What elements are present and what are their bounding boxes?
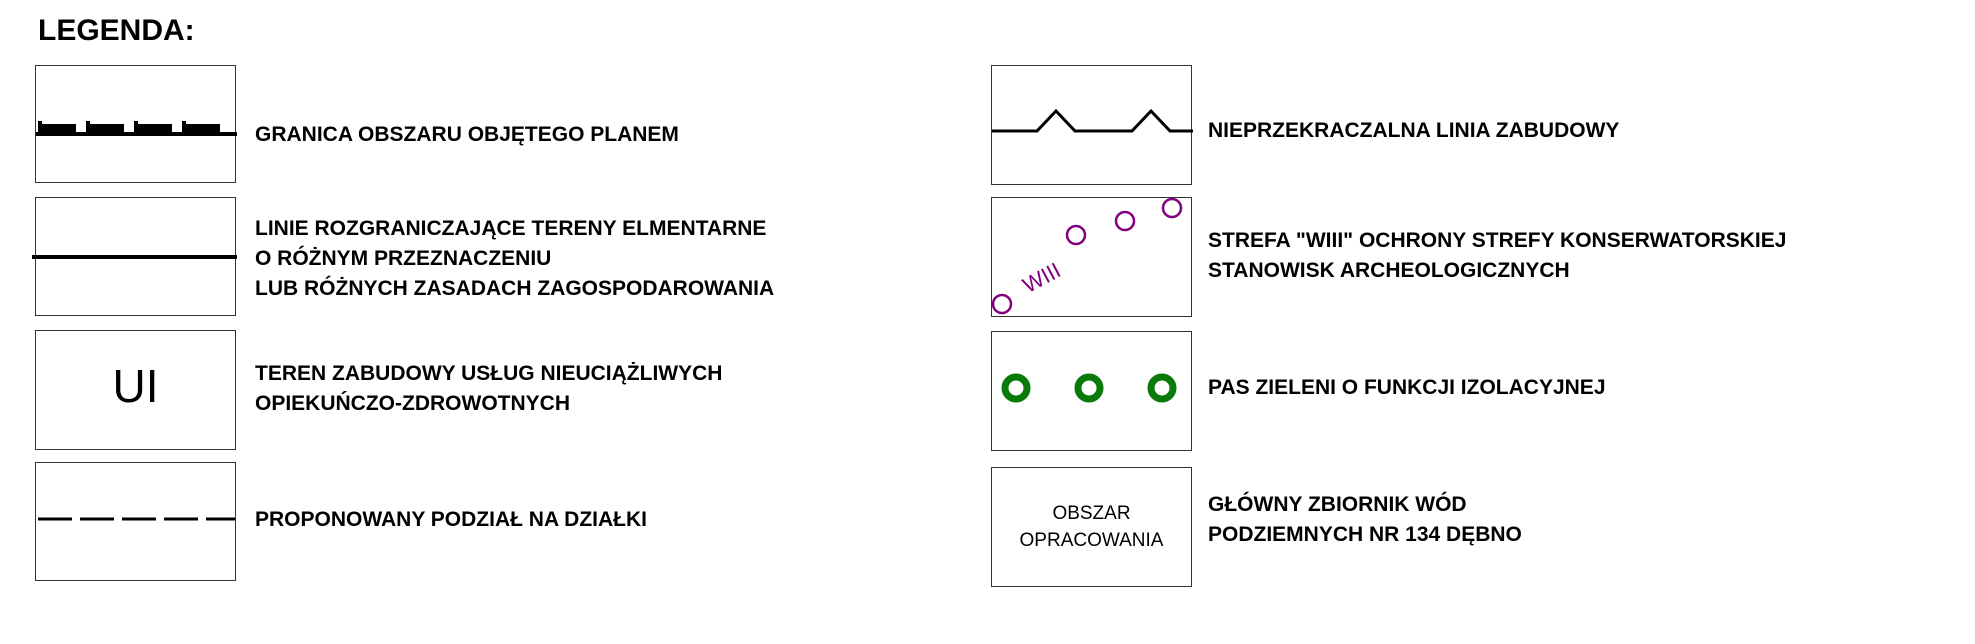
study-area-text-line: OPRACOWANIA bbox=[1019, 530, 1164, 551]
archaeology-zone-symbol: WIII bbox=[991, 197, 1192, 317]
legend-label-line: TEREN ZABUDOWY USŁUG NIEUCIĄŻLIWYCH bbox=[255, 362, 723, 385]
legend-label-plot-division: PROPONOWANY PODZIAŁ NA DZIAŁKI bbox=[255, 505, 647, 535]
green-belt-symbol bbox=[991, 331, 1192, 451]
demarcation-line-symbol bbox=[32, 197, 237, 316]
study-area-text: OBSZAR OPRACOWANIA bbox=[992, 500, 1191, 554]
legend-label-building-line: NIEPRZEKRACZALNA LINIA ZABUDOWY bbox=[1208, 116, 1619, 146]
legend-label-demarcation: LINIE ROZGRANICZAJĄCE TERENY ELMENTARNE … bbox=[255, 214, 774, 304]
legend-label-line: GRANICA OBSZARU OBJĘTEGO PLANEM bbox=[255, 123, 679, 146]
dashed-line-symbol bbox=[35, 462, 236, 581]
legend-label-line: OPIEKUŃCZO-ZDROWOTNYCH bbox=[255, 392, 570, 415]
legend-label-green-belt: PAS ZIELENI O FUNKCJI IZOLACYJNEJ bbox=[1208, 373, 1606, 403]
legend-label-line: O RÓŻNYM PRZEZNACZENIU bbox=[255, 247, 552, 270]
legend-title: LEGENDA: bbox=[38, 14, 195, 47]
legend-label-line: LUB RÓŻNYCH ZASADACH ZAGOSPODAROWANIA bbox=[255, 277, 775, 300]
legend-label-zone: TEREN ZABUDOWY USŁUG NIEUCIĄŻLIWYCH OPIE… bbox=[255, 359, 722, 419]
legend-label-line: LINIE ROZGRANICZAJĄCE TERENY ELMENTARNE bbox=[255, 217, 767, 240]
legend-label-line: STREFA "WIII" OCHRONY STREFY KONSERWATOR… bbox=[1208, 229, 1787, 252]
legend-label-line: PODZIEMNYCH NR 134 DĘBNO bbox=[1208, 523, 1522, 546]
legend-label-line: GŁÓWNY ZBIORNIK WÓD bbox=[1208, 493, 1467, 516]
zone-code-text: UI bbox=[112, 360, 159, 412]
zone-code-symbol: UI bbox=[35, 330, 236, 450]
plan-boundary-symbol bbox=[35, 65, 237, 183]
legend-label-archaeology: STREFA "WIII" OCHRONY STREFY KONSERWATOR… bbox=[1208, 226, 1786, 286]
legend-label-line: PROPONOWANY PODZIAŁ NA DZIAŁKI bbox=[255, 508, 648, 531]
legend-label-line: PAS ZIELENI O FUNKCJI IZOLACYJNEJ bbox=[1208, 376, 1606, 399]
building-line-symbol bbox=[991, 65, 1193, 185]
legend-label-line: NIEPRZEKRACZALNA LINIA ZABUDOWY bbox=[1208, 119, 1620, 142]
legend-label-line: STANOWISK ARCHEOLOGICZNYCH bbox=[1208, 259, 1570, 282]
study-area-text-line: OBSZAR bbox=[1052, 503, 1131, 524]
study-area-symbol: OBSZAR OPRACOWANIA bbox=[991, 467, 1192, 587]
legend-label-plan-boundary: GRANICA OBSZARU OBJĘTEGO PLANEM bbox=[255, 120, 679, 150]
legend-label-aquifer: GŁÓWNY ZBIORNIK WÓD PODZIEMNYCH NR 134 D… bbox=[1208, 490, 1522, 550]
archaeology-zone-code: WIII bbox=[1018, 257, 1064, 297]
